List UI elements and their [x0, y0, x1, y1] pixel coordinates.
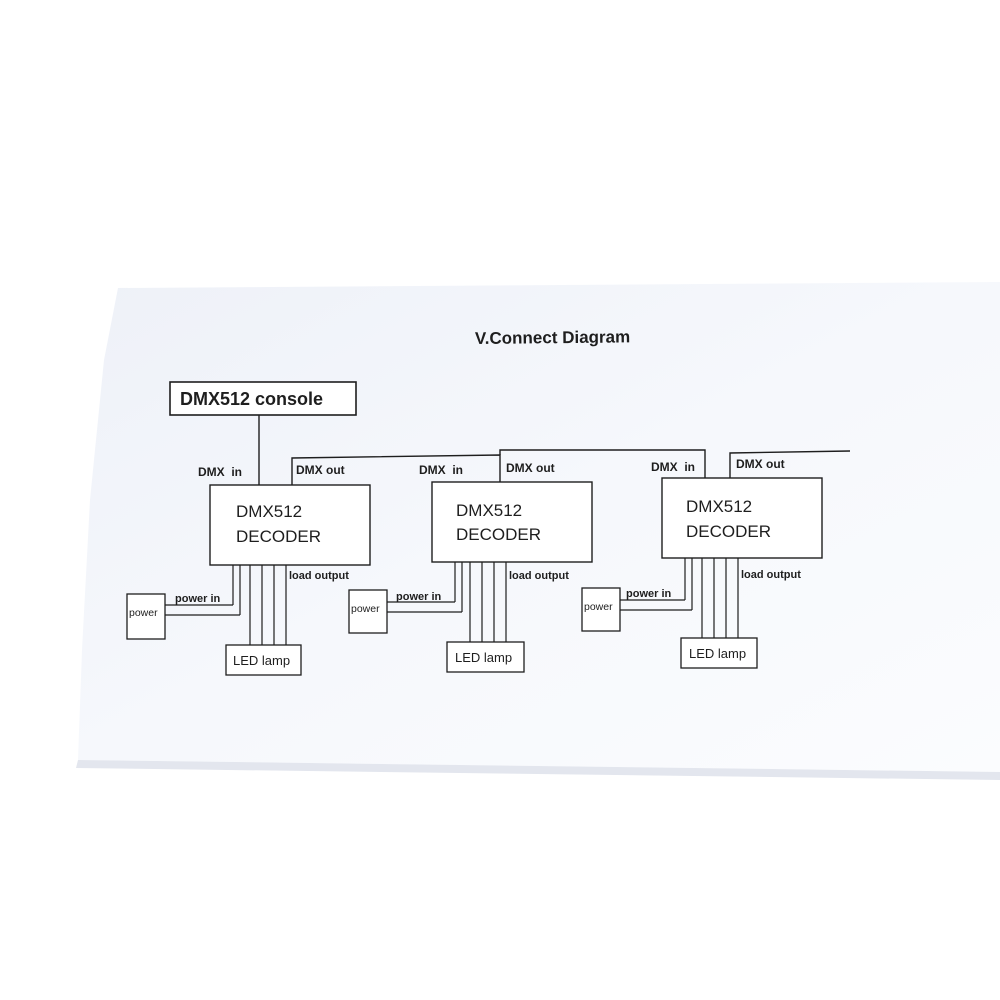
- decoder-box: [431, 481, 593, 563]
- decoder-unit-1: DMX in DMX out DMX512 DECODER power in p…: [126, 463, 371, 676]
- led-lamp-box: [225, 644, 302, 676]
- dmx-out-label: DMX out: [296, 463, 345, 477]
- power-label: power: [351, 603, 380, 615]
- led-lamp-box: [446, 641, 525, 673]
- diagram-title: V.Connect Diagram: [475, 327, 630, 348]
- load-output-label: load output: [289, 570, 349, 582]
- power-label: power: [584, 601, 613, 613]
- dmx-chain-wire-1-2: [291, 454, 501, 485]
- power-in-label: power in: [396, 591, 442, 603]
- led-lamp-label: LED lamp: [233, 653, 290, 668]
- dmx-in-label: DMX in: [198, 465, 242, 479]
- decoder-line2: DECODER: [236, 527, 321, 546]
- dmx-in-label: DMX in: [651, 460, 695, 474]
- power-label: power: [129, 607, 158, 619]
- power-in-label: power in: [626, 588, 672, 600]
- console-box: [169, 381, 357, 416]
- dmx-chain-wire-3-out: [729, 450, 851, 478]
- console-label: DMX512 console: [180, 389, 323, 409]
- decoder-box: [661, 477, 823, 559]
- decoder-line2: DECODER: [456, 525, 541, 544]
- dmx-chain-wire-2-3: [499, 449, 706, 478]
- power-box: [126, 593, 166, 640]
- decoder-line1: DMX512: [456, 501, 522, 520]
- dmx-out-label: DMX out: [736, 457, 785, 471]
- decoder-line1: DMX512: [686, 497, 752, 516]
- load-output-label: load output: [509, 570, 569, 582]
- led-lamp-box: [680, 637, 758, 669]
- decoder-unit-2: DMX in DMX out DMX512 DECODER power in p…: [348, 461, 593, 673]
- decoder-line1: DMX512: [236, 502, 302, 521]
- load-output-label: load output: [741, 569, 801, 581]
- paper-edge-shadow: [76, 760, 1000, 780]
- led-lamp-label: LED lamp: [689, 646, 746, 661]
- console-block: DMX512 console: [169, 381, 357, 416]
- decoder-box: [209, 484, 371, 566]
- led-lamp-label: LED lamp: [455, 650, 512, 665]
- power-box: [581, 587, 621, 632]
- dmx-in-label: DMX in: [419, 463, 463, 477]
- dmx-out-label: DMX out: [506, 461, 555, 475]
- power-box: [348, 589, 388, 634]
- decoder-unit-3: DMX in DMX out DMX512 DECODER power in p…: [581, 457, 823, 669]
- power-in-label: power in: [175, 593, 221, 605]
- decoder-line2: DECODER: [686, 522, 771, 541]
